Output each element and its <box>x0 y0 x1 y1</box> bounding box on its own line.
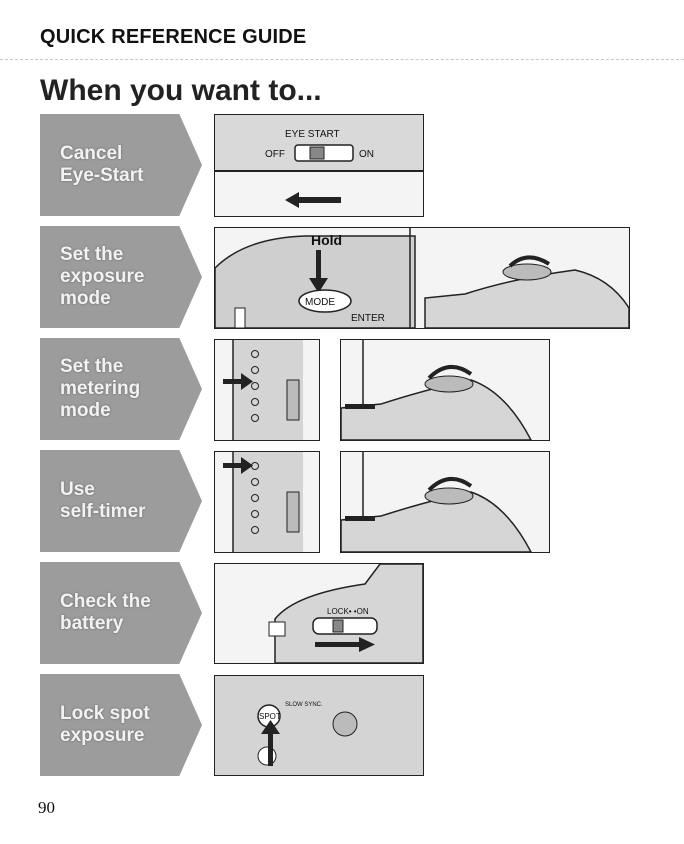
panel-eye-start-switch: EYE START OFF ON <box>214 114 424 217</box>
slow-sync-label: SLOW SYNC. <box>285 702 323 708</box>
section-header: QUICK REFERENCE GUIDE <box>40 26 307 48</box>
label-text: Set the metering mode <box>60 356 141 421</box>
up-arrow-icon <box>261 720 280 734</box>
header-divider <box>0 59 684 60</box>
on-label: ON <box>359 149 374 160</box>
right-arrow-icon <box>241 457 253 474</box>
label-set-exposure-mode: Set the exposure mode <box>40 226 202 328</box>
lock-switch-illustration: LOCK• •ON <box>268 564 423 663</box>
panel-command-dial <box>340 339 550 441</box>
right-arrow-icon <box>241 373 253 390</box>
function-buttons-illustration <box>223 340 303 440</box>
mode-label: MODE <box>305 297 335 308</box>
panel-self-timer-buttons <box>214 451 320 553</box>
eye-start-label: EYE START <box>285 129 340 140</box>
label-lock-spot-exposure: Lock spot exposure <box>40 674 202 776</box>
panel-battery-check: LOCK• •ON <box>214 563 424 664</box>
label-cancel-eye-start: Cancel Eye-Start <box>40 114 202 216</box>
label-text: Cancel Eye-Start <box>60 143 144 186</box>
off-label: OFF <box>265 149 285 160</box>
down-arrow-icon <box>309 278 328 293</box>
right-arrow-icon <box>359 637 375 652</box>
left-arrow-icon <box>285 192 341 208</box>
label-text: Check the battery <box>60 591 151 634</box>
function-buttons-illustration <box>223 452 303 552</box>
page-title: When you want to... <box>40 74 322 107</box>
enter-label: ENTER <box>351 313 385 324</box>
label-text: Use self-timer <box>60 479 146 522</box>
panel-command-dial-2 <box>340 451 550 553</box>
label-use-self-timer: Use self-timer <box>40 450 202 552</box>
label-set-metering-mode: Set the metering mode <box>40 338 202 440</box>
label-text: Set the exposure mode <box>60 244 145 309</box>
label-text: Lock spot exposure <box>60 703 150 746</box>
mode-button-illustration: Hold MODE ENTER <box>215 228 629 328</box>
panel-metering-buttons <box>214 339 320 441</box>
command-dial-illustration <box>341 452 532 552</box>
spot-button-illustration: SPOT SLOW SYNC. <box>215 676 423 775</box>
spot-label: SPOT <box>259 712 281 721</box>
command-dial-illustration <box>341 340 532 440</box>
lock-on-label: LOCK• •ON <box>327 607 369 616</box>
panel-exposure-mode: Hold MODE ENTER <box>214 227 630 329</box>
label-check-battery: Check the battery <box>40 562 202 664</box>
hold-label: Hold <box>311 232 342 248</box>
panel-spot-lock: SPOT SLOW SYNC. <box>214 675 424 776</box>
page-number: 90 <box>38 798 55 817</box>
eye-start-switch-illustration: EYE START OFF ON <box>215 115 423 208</box>
